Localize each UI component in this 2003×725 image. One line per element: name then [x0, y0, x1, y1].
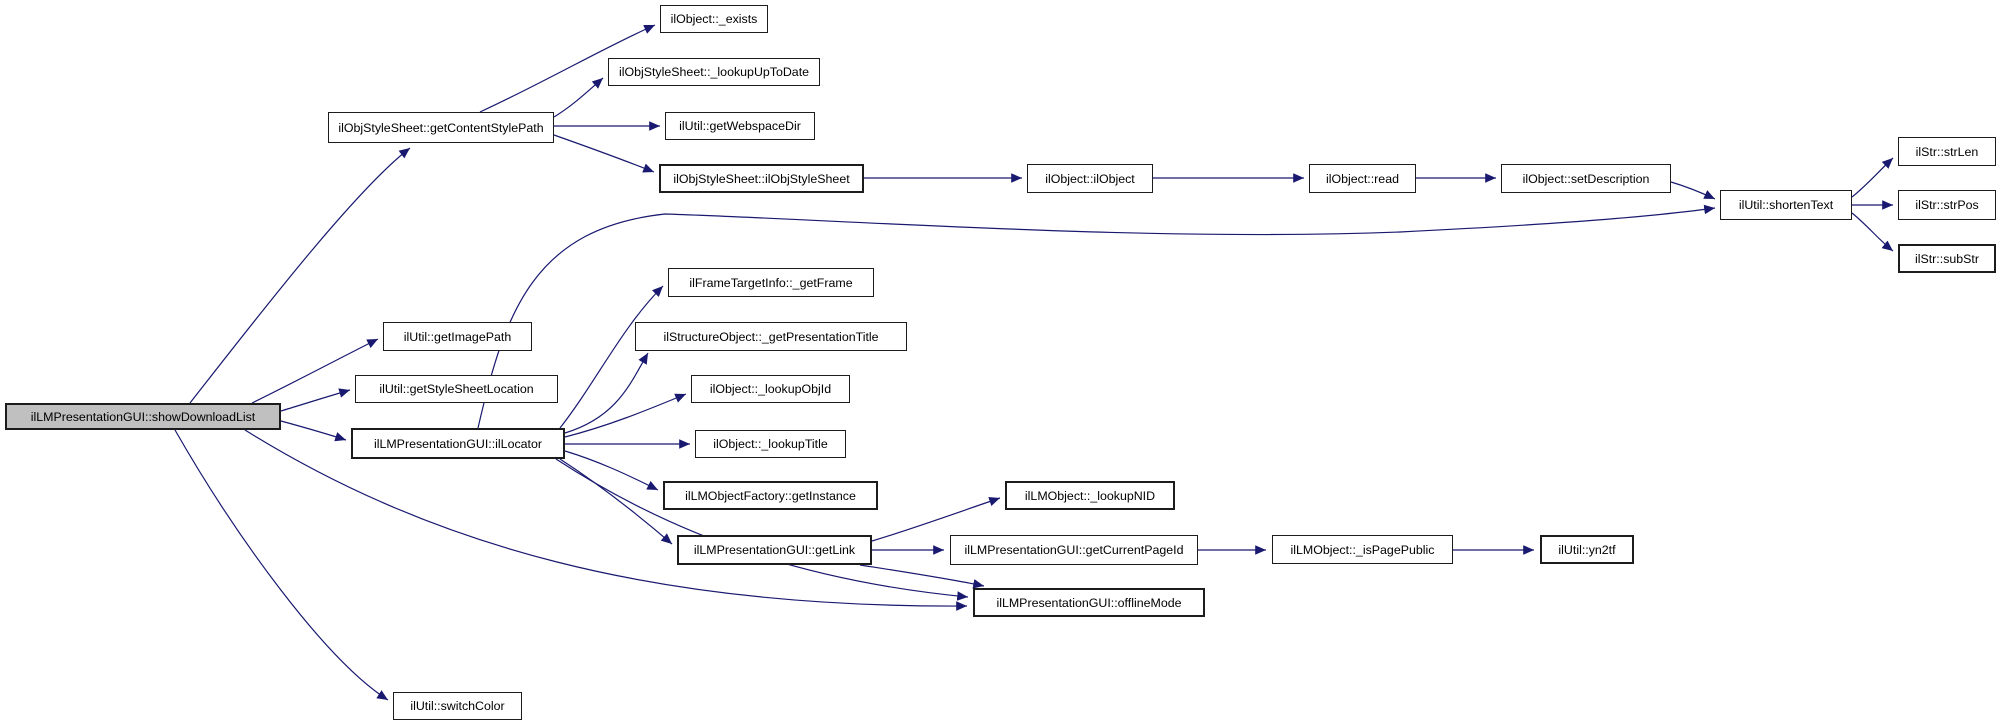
- graph-node-exists[interactable]: ilObject::_exists: [660, 5, 768, 33]
- graph-node-isPagePublic[interactable]: ilLMObject::_isPagePublic: [1272, 535, 1453, 564]
- graph-node-showDownloadList[interactable]: ilLMPresentationGUI::showDownloadList: [5, 403, 281, 430]
- graph-edge-showDownloadList-to-switchColor: [174, 429, 389, 701]
- graph-node-yn2tf[interactable]: ilUtil::yn2tf: [1540, 535, 1634, 564]
- graph-edge-shortenText-to-subStr: [1851, 212, 1894, 252]
- graph-node-ilLocator[interactable]: ilLMPresentationGUI::ilLocator: [351, 428, 565, 459]
- graph-node-getPresentationTitle[interactable]: ilStructureObject::_getPresentationTitle: [635, 322, 907, 351]
- graph-edge-ilLocator-to-lookupObjId: [564, 393, 687, 438]
- graph-edge-shortenText-to-strLen: [1851, 157, 1894, 198]
- graph-node-strPos[interactable]: ilStr::strPos: [1898, 190, 1996, 220]
- graph-node-ilObjectCtor[interactable]: ilObject::ilObject: [1027, 164, 1153, 193]
- graph-node-objStyleSheetCtor[interactable]: ilObjStyleSheet::ilObjStyleSheet: [659, 164, 864, 193]
- graph-node-lookupUpToDate[interactable]: ilObjStyleSheet::_lookupUpToDate: [608, 58, 820, 86]
- graph-node-subStr[interactable]: ilStr::subStr: [1898, 244, 1996, 273]
- graph-edge-setDescription-to-shortenText: [1670, 181, 1716, 200]
- graph-node-getWebspaceDir[interactable]: ilUtil::getWebspaceDir: [665, 112, 815, 140]
- graph-node-getContentStylePath[interactable]: ilObjStyleSheet::getContentStylePath: [328, 112, 554, 143]
- graph-node-lookupTitle[interactable]: ilObject::_lookupTitle: [695, 430, 846, 458]
- graph-edge-getContentStylePath-to-exists: [479, 24, 656, 113]
- graph-edge-getLink-to-lookupNID: [871, 496, 1001, 542]
- graph-edge-showDownloadList-to-getImagePath: [251, 338, 379, 404]
- graph-edge-getLink-to-offlineMode: [859, 564, 985, 589]
- graph-node-getStyleSheetLocation[interactable]: ilUtil::getStyleSheetLocation: [355, 375, 558, 403]
- graph-node-getInstance[interactable]: ilLMObjectFactory::getInstance: [663, 481, 878, 510]
- graph-edge-showDownloadList-to-getContentStylePath: [189, 147, 411, 404]
- graph-node-getLink[interactable]: ilLMPresentationGUI::getLink: [677, 535, 872, 565]
- graph-node-setDescription[interactable]: ilObject::setDescription: [1501, 164, 1671, 193]
- graph-node-shortenText[interactable]: ilUtil::shortenText: [1720, 190, 1852, 220]
- graph-edge-ilLocator-to-getInstance: [564, 450, 659, 491]
- graph-node-lookupObjId[interactable]: ilObject::_lookupObjId: [691, 375, 850, 403]
- graph-node-switchColor[interactable]: ilUtil::switchColor: [393, 692, 522, 720]
- graph-node-strLen[interactable]: ilStr::strLen: [1898, 137, 1996, 166]
- graph-node-getImagePath[interactable]: ilUtil::getImagePath: [383, 322, 532, 351]
- graph-node-getCurrentPageId[interactable]: ilLMPresentationGUI::getCurrentPageId: [950, 535, 1198, 565]
- graph-node-read[interactable]: ilObject::read: [1309, 164, 1416, 193]
- graph-edge-ilLocator-to-getPresentationTitle: [564, 352, 649, 434]
- graph-edge-showDownloadList-to-offlineMode: [244, 429, 968, 611]
- graph-edge-ilLocator-to-getFrame: [559, 285, 664, 429]
- graph-node-offlineMode[interactable]: ilLMPresentationGUI::offlineMode: [973, 588, 1205, 617]
- graph-edge-getContentStylePath-to-lookupUpToDate: [553, 77, 604, 118]
- graph-edge-ilLocator-to-shortenText: [477, 204, 1716, 429]
- graph-node-lookupNID[interactable]: ilLMObject::_lookupNID: [1005, 481, 1175, 510]
- graph-edge-showDownloadList-to-ilLocator: [280, 420, 347, 442]
- graph-edge-ilLocator-to-getLink: [559, 458, 673, 545]
- graph-edge-getContentStylePath-to-objStyleSheetCtor: [553, 134, 655, 173]
- graph-edge-showDownloadList-to-getStyleSheetLocation: [280, 388, 351, 412]
- graph-node-getFrame[interactable]: ilFrameTargetInfo::_getFrame: [668, 268, 874, 297]
